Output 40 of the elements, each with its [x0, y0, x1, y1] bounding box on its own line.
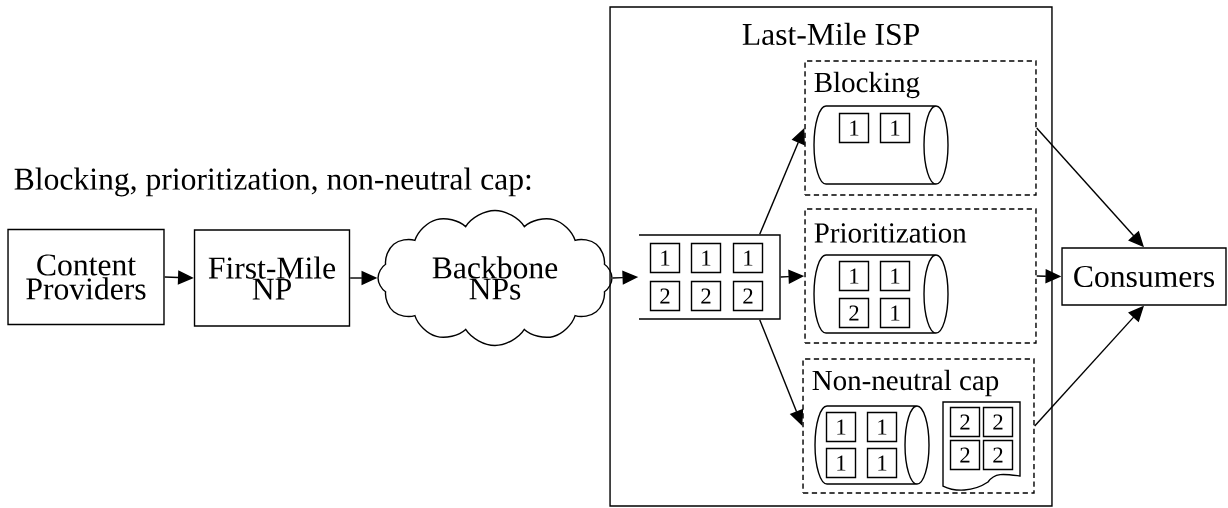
packet-box: 1 — [732, 242, 764, 274]
cylinder — [813, 105, 949, 185]
queue-shape — [638, 234, 781, 320]
packet-box: 2 — [732, 280, 764, 312]
packet-box: 2 — [838, 297, 870, 329]
process-box: First-Mile NP — [193, 229, 351, 327]
heading: Blocking, prioritization, non-neutral cap: — [14, 167, 531, 197]
packet-box: 2 — [649, 280, 681, 312]
arrow — [759, 319, 804, 426]
cylinder — [813, 254, 949, 334]
container-title: Last-Mile ISP — [742, 22, 919, 46]
packet-box: 1 — [879, 260, 911, 292]
group-title: Blocking — [814, 71, 920, 99]
packet-box: 2 — [949, 439, 981, 471]
container-box — [609, 6, 1053, 507]
packet-box: 1 — [866, 411, 898, 443]
packet-box: 1 — [649, 242, 681, 274]
document-shape — [942, 401, 1021, 491]
packet-box: 2 — [949, 406, 981, 438]
packet-box: 2 — [982, 406, 1014, 438]
packet-box: 2 — [690, 280, 722, 312]
packet-box: 2 — [982, 439, 1014, 471]
cloud: Backbone NPs — [377, 209, 613, 347]
dashed-box — [804, 60, 1037, 196]
packet-box: 1 — [838, 112, 870, 144]
cylinder — [814, 405, 930, 485]
process-box: Consumers — [1061, 247, 1227, 306]
packet-box: 1 — [879, 297, 911, 329]
packet-box: 1 — [879, 112, 911, 144]
packet-box: 1 — [838, 260, 870, 292]
group-title: Non-neutral cap — [812, 369, 999, 397]
dashed-box — [804, 208, 1037, 344]
process-box: Content Providers — [7, 228, 165, 326]
dashed-box — [802, 358, 1035, 494]
packet-box: 1 — [825, 411, 857, 443]
group-title: Prioritization — [814, 223, 967, 243]
packet-box: 1 — [866, 447, 898, 479]
packet-box: 1 — [690, 242, 722, 274]
arrow — [759, 128, 805, 235]
packet-box: 1 — [825, 447, 857, 479]
